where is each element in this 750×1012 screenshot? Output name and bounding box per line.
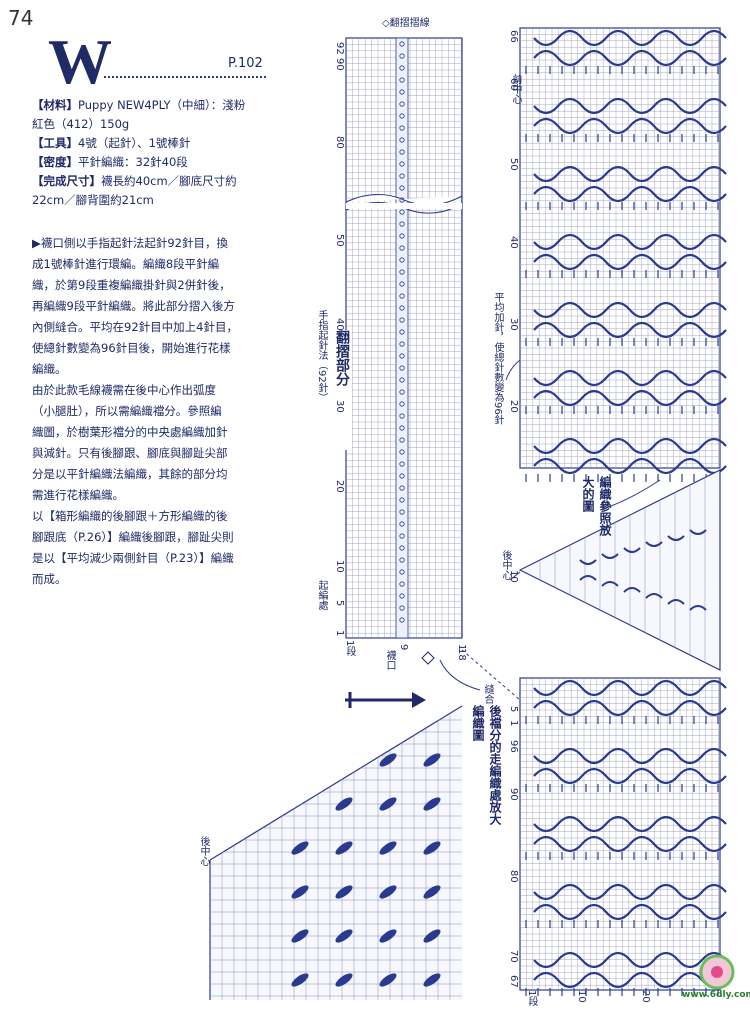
cuff-row-label: 90	[334, 58, 345, 71]
spec-line-2: 紅色（412）150g	[32, 117, 130, 131]
spec-line-5: 【完成尺寸】襪長約40cm／腳底尺寸約	[32, 174, 237, 188]
cuff-row-label: 50	[334, 234, 345, 247]
cuff-row-label: 92	[334, 42, 345, 55]
fold-part-label: 翻摺部分	[332, 330, 352, 450]
chart-break-gap	[346, 203, 462, 209]
cuff-row-label: 30	[334, 400, 345, 413]
leg-col-label: 20	[640, 990, 651, 1003]
row-1-label: 1段	[344, 640, 355, 657]
cuff-eyelet-column	[395, 37, 409, 639]
refer-enlarged-label: 編織參照放大的圖	[581, 476, 612, 536]
leg-col-label: 10	[576, 990, 587, 1003]
cuff-row-label: 1	[334, 630, 345, 637]
page-number: 74	[8, 6, 34, 30]
cuff-row-label: 40	[334, 318, 345, 331]
direction-arrow-head	[412, 692, 426, 708]
instruction-line: 與減針。只有後腳跟、腳底與腳趾尖部	[32, 446, 228, 460]
gusset-enlarged-pattern	[210, 713, 462, 1000]
instruction-line: 成1號棒針進行環編。編織8段平針編	[32, 257, 220, 271]
enlarged-pointer	[599, 479, 661, 511]
start-label: 起編處	[316, 580, 327, 610]
leg-chart-top	[519, 27, 727, 482]
instruction-line: 內側縫合。平均在92針目中加上4針目，	[32, 320, 238, 334]
gusset-enlarged-chart	[209, 705, 463, 1000]
leg-row-label: 96	[508, 740, 519, 753]
leg-row-label: 1	[508, 720, 519, 727]
gusset-enlarged-title: 後襠分的走編織處放大編織圖	[471, 705, 502, 825]
pattern-letter: W	[48, 26, 112, 97]
front-center-label: 前中心	[510, 74, 521, 104]
instruction-line: 分是以平針編織法編織，其餘的部分均	[32, 467, 228, 481]
leg-row-label: 80	[508, 870, 519, 883]
instruction-line: 是以【平均減少兩側針目（P.23）】編織	[32, 551, 234, 565]
leg-chart-bottom	[519, 677, 727, 996]
increase-pointer	[505, 359, 521, 381]
gusset-chart-right	[518, 469, 721, 671]
instruction-line: （小腿肚），所以需編織襠分。參照編	[32, 404, 222, 418]
row-1-right-label: 1段	[526, 990, 537, 1007]
instruction-line: 由於此款毛線襪需在後中心作出弧度	[32, 383, 216, 397]
cuff-row-label: 20	[334, 480, 345, 493]
leg-row-label: 30	[508, 318, 519, 331]
instruction-line: 使總針數變為96針目後，開始進行花樣	[32, 341, 231, 355]
fold-line-label: ◇翻摺摺線	[382, 18, 430, 29]
leg-chart-top-pattern	[525, 29, 727, 482]
leg-chart-bottom-pattern	[525, 679, 727, 996]
site-logo: www.6dly.com	[682, 950, 750, 1000]
site-logo-text: www.6dly.com	[682, 990, 750, 1000]
leg-row-label: 70	[508, 950, 519, 963]
spec-line-3: 【工具】4號（起針）、1號棒針	[32, 136, 191, 150]
leg-row-label: 66	[508, 30, 519, 43]
cuff-col-label: 9	[398, 644, 409, 651]
leg-row-label: 5	[508, 706, 519, 713]
gusset-right-pattern	[539, 477, 707, 663]
page-reference: P.102	[228, 56, 263, 71]
leg-row-label: 20	[508, 400, 519, 413]
cast-on-label: 手指起針法（92針）	[316, 310, 327, 403]
back-center-pointer	[509, 571, 521, 581]
cuff-row-label: 5	[334, 600, 345, 607]
fold-diamond-icon	[421, 651, 435, 665]
cuff-col-label: 1	[456, 644, 467, 651]
title-rule	[104, 76, 266, 78]
back-center-right-label: 後中心	[500, 550, 511, 580]
spec-line-4: 【密度】平針編織：32針40段	[32, 155, 188, 169]
instruction-line: 需進行花樣編織。	[32, 488, 124, 502]
leg-row-label: 10	[508, 570, 519, 583]
even-increase-label: 平均加針，使總針數變為96針	[492, 292, 503, 425]
leg-chart-bottom-grid	[520, 678, 720, 990]
instruction-line: 織，於第9段重複編織掛針與2併針後，	[32, 278, 231, 292]
instruction-line: 編織。	[32, 362, 67, 376]
seam-connector	[439, 659, 481, 691]
leg-row-label: 60	[508, 78, 519, 91]
instruction-line: 再編織9段平針編織。將此部分摺入後方	[32, 299, 235, 313]
back-center-lower-label: 後中心	[198, 836, 209, 866]
connector-line	[461, 649, 521, 701]
cuff-eyelet-marks	[399, 41, 405, 623]
cuff-row-label: 80	[334, 136, 345, 149]
instruction-line: 以【箱形編織的後腳跟＋方形編織的後	[32, 509, 228, 523]
instruction-line: 織圖，於樹葉形襠分的中央處編織加針	[32, 425, 228, 439]
leg-row-label: 67	[508, 975, 519, 988]
cuff-row-label: 10	[334, 560, 345, 573]
seam-label: 縫合	[482, 684, 493, 704]
cuff-label: 襪口	[384, 650, 395, 670]
spec-line-6: 22cm／腳背圍約21cm	[32, 193, 154, 207]
instruction-line: 而成。	[32, 572, 67, 586]
start-marker-label: 18	[456, 648, 467, 661]
instruction-line: ▶襪口側以手指起針法起針92針目，換	[32, 236, 228, 250]
spec-line-1: 【材料】Puppy NEW4PLY（中細）：淺粉	[32, 98, 246, 112]
leg-row-label: 40	[508, 236, 519, 249]
instruction-line: 腳跟底（P.26）】編織後腳跟，腳趾尖則	[32, 530, 234, 544]
leg-row-label: 50	[508, 158, 519, 171]
instructions-text: ▶襪口側以手指起針法起針92針目，換 成1號棒針進行環編。編織8段平針編 織，於…	[32, 234, 272, 591]
leg-row-label: 90	[508, 788, 519, 801]
chart-break-line	[345, 194, 463, 206]
cuff-chart	[345, 37, 463, 639]
